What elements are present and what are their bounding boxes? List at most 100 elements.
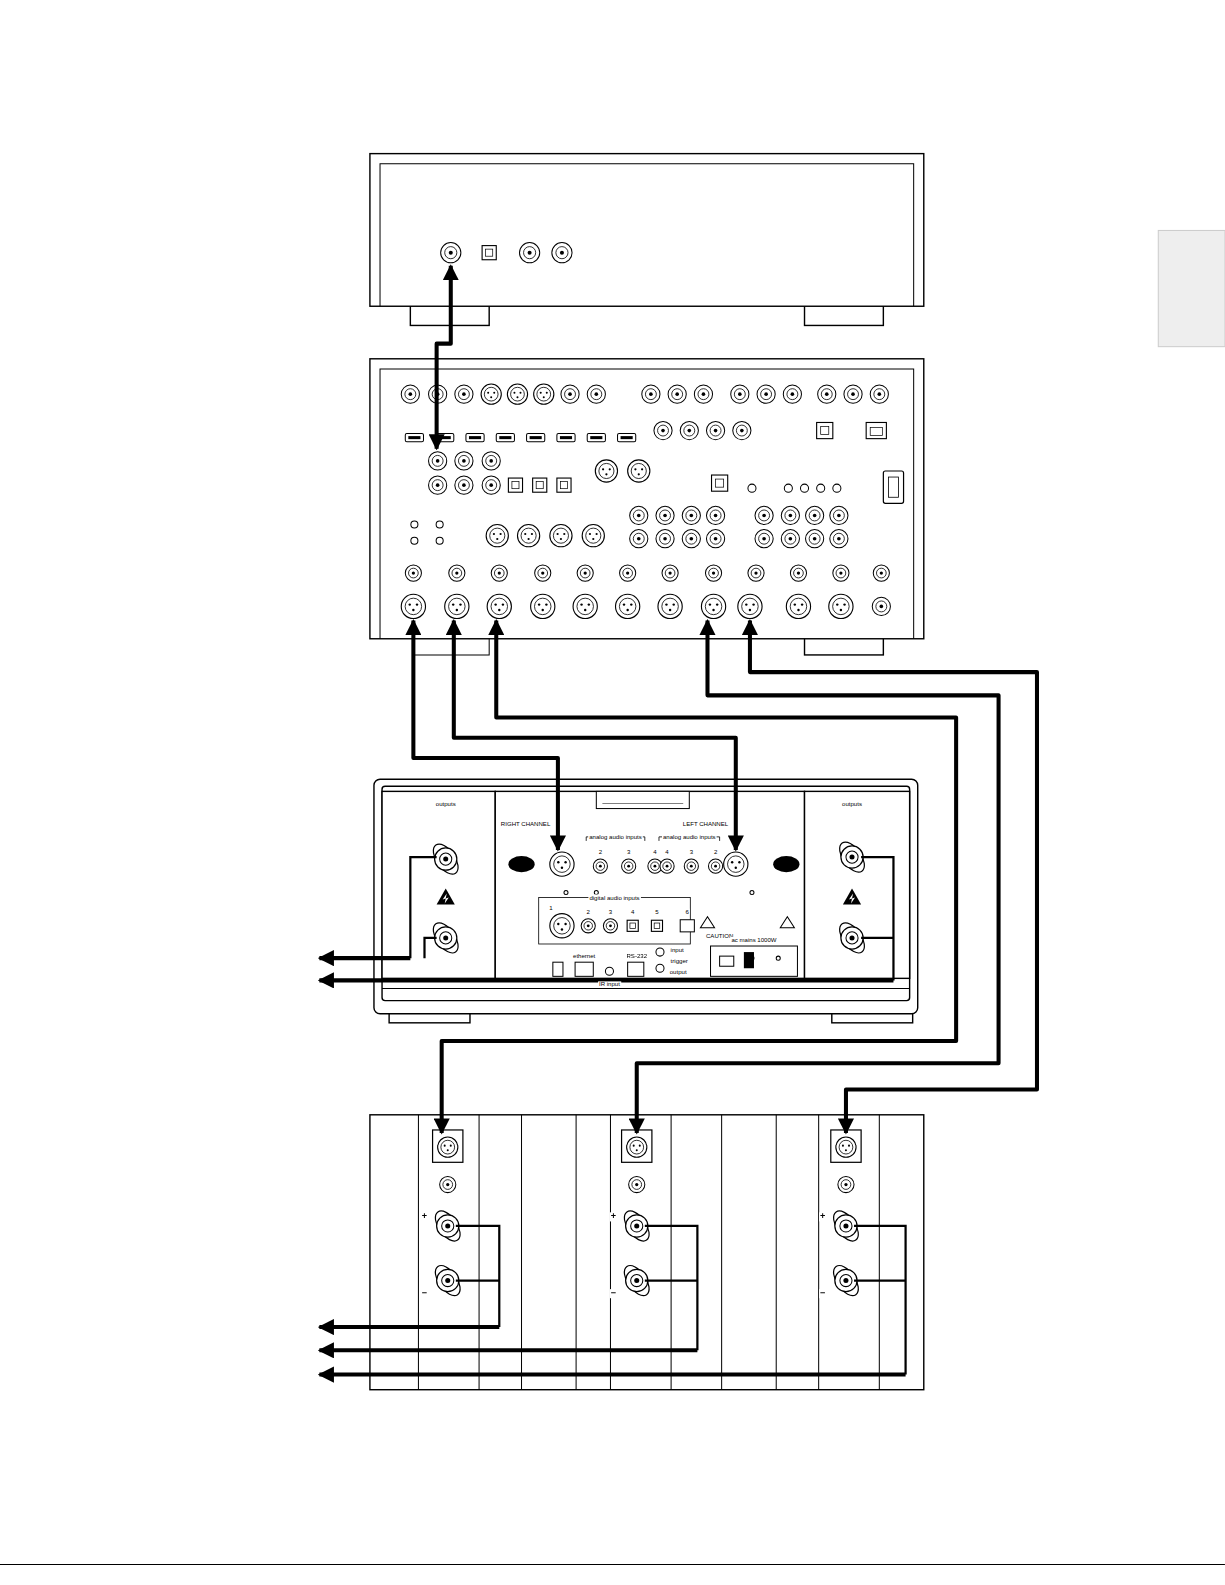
- xlr-mount: [622, 1130, 652, 1162]
- xlr-jack: [487, 594, 511, 618]
- caution-mark: [700, 917, 714, 928]
- xlr-jack-inner: [554, 856, 570, 872]
- warning-bolt: [849, 893, 855, 903]
- rca-jack-inner: [606, 922, 614, 930]
- xlr-pin: [493, 392, 495, 394]
- xlr-pin: [557, 861, 559, 863]
- rca-jack-pin: [649, 392, 653, 396]
- rca-jack-inner: [751, 568, 761, 578]
- amplifier-chassis-inner: [382, 786, 910, 1000]
- rca-jack-inner: [687, 862, 695, 870]
- rca-jack: [682, 530, 700, 548]
- rca-jack: [455, 452, 473, 470]
- xlr-pin: [639, 1145, 641, 1147]
- rca-jack-inner: [458, 480, 469, 491]
- xlr-jack-inner: [577, 598, 593, 614]
- rca-jack-inner: [405, 389, 416, 400]
- rca-jack-pin: [797, 571, 800, 574]
- input-number: 2: [598, 849, 603, 855]
- xlr-pin: [459, 603, 461, 605]
- xlr-jack-inner: [599, 463, 614, 478]
- rca-jack-inner: [809, 533, 820, 544]
- ethernet-port: [575, 962, 593, 976]
- xlr-jack-inner: [662, 598, 678, 614]
- rca-jack: [401, 385, 419, 403]
- input-number: 3: [626, 849, 631, 855]
- rca-jack-pin: [663, 514, 667, 518]
- rca-jack-pin: [462, 392, 466, 396]
- xlr-pin: [592, 538, 594, 540]
- xlr-pin: [623, 603, 625, 605]
- rca-jack-pin: [687, 429, 691, 433]
- input-number: 5: [654, 909, 659, 915]
- xlr-pin: [673, 603, 675, 605]
- equipment-drawing: [319, 154, 1037, 1390]
- xlr-jack-inner: [537, 387, 551, 401]
- rca-jack-inner: [876, 601, 887, 612]
- rca-jack: [830, 506, 848, 524]
- xlr-jack-inner: [511, 387, 525, 401]
- trigger-jack: [784, 484, 792, 492]
- panel-label: trigger: [670, 958, 689, 964]
- rca-jack-inner: [651, 862, 659, 870]
- hdmi-port: [496, 434, 514, 442]
- ir-jack: [605, 967, 613, 975]
- rca-jack-pin: [599, 865, 602, 868]
- rca-jack: [440, 1176, 456, 1192]
- xlr-pin: [496, 538, 498, 540]
- binding-post-hole: [445, 1223, 450, 1228]
- xlr-pin: [556, 533, 558, 535]
- panel-label: digital audio inputs: [588, 894, 640, 900]
- processor-chassis: [370, 359, 924, 639]
- xlr-pin: [665, 603, 667, 605]
- interconnect-cable: [750, 621, 1037, 1133]
- rca-jack-pin: [712, 571, 715, 574]
- chassis-edge: [380, 369, 914, 639]
- xlr-pin: [450, 1145, 452, 1147]
- xlr-pin: [636, 1149, 638, 1151]
- ethernet-port: [866, 422, 886, 438]
- rca-jack: [748, 565, 764, 581]
- rca-jack-inner: [711, 862, 719, 870]
- rca-jack-inner: [580, 568, 590, 578]
- rca-jack-inner: [443, 1180, 453, 1190]
- xlr-jack-inner: [449, 598, 465, 614]
- xlr-pin: [412, 609, 414, 611]
- xlr-pin: [513, 392, 515, 394]
- rca-jack-inner: [686, 533, 697, 544]
- rca-jack-pin: [762, 537, 766, 541]
- module-cover: [596, 791, 689, 808]
- binding-post-hole: [849, 855, 854, 860]
- label-holder: outputs: [435, 800, 457, 806]
- xlr-jack-inner: [554, 918, 570, 934]
- rca-jack: [593, 859, 607, 873]
- rca-jack-inner: [787, 389, 798, 400]
- xlr-pin: [542, 609, 544, 611]
- rca-jack-pin: [587, 924, 590, 927]
- rca-jack: [705, 565, 721, 581]
- rca-jack-inner: [709, 568, 719, 578]
- rca-jack: [587, 385, 605, 403]
- xlr-pin: [580, 603, 582, 605]
- rca-jack-pin: [654, 865, 657, 868]
- xlr-pin: [561, 867, 563, 869]
- binding-post-inner: [442, 1274, 454, 1286]
- rca-jack-pin: [560, 251, 564, 255]
- xlr-jack: [658, 594, 682, 618]
- xlr-pin: [602, 468, 604, 470]
- rca-jack: [642, 385, 660, 403]
- binding-post: [626, 1269, 648, 1291]
- rca-jack-pin: [609, 924, 612, 927]
- rca-jack-pin: [689, 514, 693, 518]
- optical-jack-inner: [654, 923, 660, 929]
- xlr-pin: [836, 603, 838, 605]
- xlr-jack-inner: [586, 528, 601, 543]
- rca-jack: [449, 565, 465, 581]
- rca-jack-inner: [710, 425, 721, 436]
- interconnect-cable: [413, 621, 558, 850]
- digital-input-bracket: [539, 898, 691, 944]
- amplifier-base: [382, 988, 910, 989]
- rca-jack: [577, 565, 593, 581]
- binding-post: [437, 1215, 459, 1237]
- xlr-jack: [738, 594, 762, 618]
